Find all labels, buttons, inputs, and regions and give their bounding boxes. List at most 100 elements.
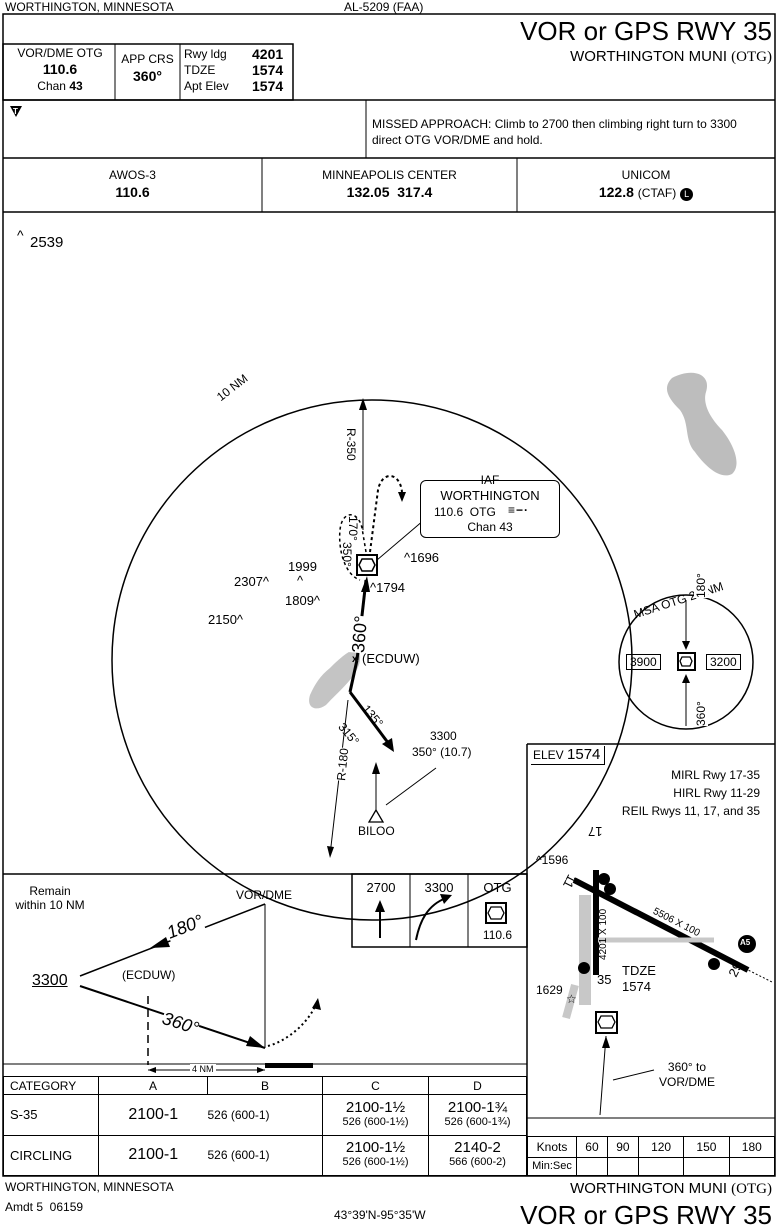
center-label: MINNEAPOLIS CENTER (322, 168, 457, 182)
runway-17-35-dimensions: 4201 X 100 (598, 908, 609, 960)
timing-speed-180: 180 (728, 1136, 776, 1158)
footer-amendment: Amdt 5 06159 (5, 1200, 84, 1214)
to-vor-note: 360° to VOR/DME (642, 1060, 732, 1090)
svg-text:T: T (13, 107, 18, 116)
elevation-1999-value: 1999 (288, 559, 317, 574)
timing-speed-120: 120 (637, 1136, 685, 1158)
footer-airport: WORTHINGTON MUNI (OTG) (570, 1180, 772, 1198)
lighting-hirl: HIRL Rwy 11-29 (673, 786, 760, 800)
circling-c-value: 2100-1½ (345, 1139, 406, 1157)
iaf-box (420, 480, 560, 538)
msa-west-altitude: 3900 (626, 654, 661, 670)
feeder-altitude: 3300 (430, 729, 457, 743)
s35-c-sub: 526 (600-1½) (342, 1115, 409, 1128)
timing-speed-90: 90 (606, 1136, 639, 1158)
circling-c: 2100-1½ 526 (600-1½) (322, 1134, 429, 1177)
profile-vordme-label: VOR/DME (236, 888, 293, 902)
msa-bearing-180: 180° (694, 573, 708, 598)
airport-tdze-label: TDZE (622, 963, 656, 978)
missed-approach-text: MISSED APPROACH: Climb to 2700 then clim… (372, 117, 737, 147)
apt-elev-value: 1574 (252, 78, 284, 94)
elevation-2307-value: 2307 (234, 574, 263, 589)
profile-remain: Remain within 10 NM (10, 884, 90, 912)
missed-step-1: 2700 (366, 880, 396, 895)
header-location: WORTHINGTON, MINNESOTA (5, 0, 174, 14)
elevation-2307: 2307^ (234, 574, 270, 589)
header-d: D (428, 1075, 527, 1096)
rwy-ldg-value: 4201 (252, 46, 284, 62)
profile-fix-ecduw: (ECDUW) (122, 968, 176, 982)
svg-text:x: x (352, 654, 358, 665)
table-row: S-35 2100-1 526 (600-1) 2100-1½ 526 (600… (3, 1094, 527, 1136)
lighting-reil: REIL Rwys 11, 17, and 35 (621, 804, 760, 818)
morse-code-icon: ≡−· (508, 503, 530, 517)
footer-location: WORTHINGTON, MINNESOTA (5, 1180, 174, 1194)
missed-step-2: 3300 (424, 880, 454, 895)
header-a: A (98, 1075, 208, 1096)
timing-knots-label: Knots (527, 1136, 577, 1158)
header-airport-name: WORTHINGTON MUNI (570, 48, 727, 65)
hold-outbound-350: 350° (340, 542, 354, 567)
hold-inbound-170: 170° (346, 516, 360, 541)
airport-vor-symbol (595, 1011, 618, 1034)
timing-speed-60: 60 (576, 1136, 608, 1158)
header-title: VOR or GPS RWY 35 (520, 16, 772, 46)
header-b: B (207, 1075, 323, 1096)
timing-table: Knots 60 90 120 150 180 Min:Sec (527, 1136, 776, 1177)
elevation-1999: 1999^ (288, 559, 317, 588)
unicom-ctaf: (CTAF) (637, 186, 677, 200)
header-c: C (322, 1075, 429, 1096)
header-chart-id: AL-5209 (FAA) (344, 0, 424, 14)
vor-label: VOR/DME OTG (17, 46, 103, 60)
vor-channel: Chan 43 (5, 79, 115, 93)
svg-text:^: ^ (17, 227, 24, 243)
elevation-1794: ^1794 (370, 580, 406, 595)
s35-c: 2100-1½ 526 (600-1½) (322, 1094, 429, 1136)
header-airport-id: (OTG) (731, 49, 772, 65)
app-crs-label: APP CRS (121, 52, 174, 66)
timing-minsec-label: Min:Sec (527, 1156, 577, 1177)
airport-elevation-1629: 1629 (536, 983, 563, 997)
elevation-1596-value: 1596 (541, 853, 569, 867)
footer-title: VOR or GPS RWY 35 (520, 1200, 772, 1230)
vor-dme-symbol (356, 554, 378, 576)
footer-airport-id: (OTG) (731, 1181, 772, 1197)
missed-step-3: OTG (483, 880, 512, 895)
rwy-ldg-label: Rwy ldg (184, 47, 227, 61)
to-vor-line2: VOR/DME (658, 1075, 715, 1089)
header-category: CATEGORY (3, 1075, 99, 1096)
elevation-2150: 2150^ (208, 612, 244, 627)
lake (309, 649, 361, 709)
footer-airport-name: WORTHINGTON MUNI (570, 1180, 727, 1197)
profile-altitude-3300: 3300 (32, 972, 68, 989)
iaf-name: WORTHINGTON (440, 488, 540, 503)
msa-east-altitude: 3200 (706, 654, 741, 670)
awos-frequency: 110.6 (115, 184, 150, 200)
final-course-360: 360° (348, 614, 373, 654)
tdze-value: 1574 (252, 62, 284, 78)
vor-frequency: 110.6 (42, 61, 78, 77)
elevation-1696: ^1696 (404, 550, 440, 565)
circling-d-sub: 566 (600-2) (449, 1156, 506, 1169)
iaf-label: IAF (480, 473, 500, 487)
circling-ab-sub: 526 (600-1) (207, 1134, 323, 1177)
runway-35-label: 35 (597, 972, 612, 987)
tdze-label: TDZE (184, 63, 216, 77)
unicom-frequency-line: 122.8 (CTAF) L (517, 184, 775, 201)
apt-elev-label: Apt Elev (184, 79, 229, 93)
profile-remain-line1: Remain (29, 884, 71, 898)
msa-bearing-360: 360° (694, 701, 708, 726)
fix-biloo: BILOO (358, 824, 395, 838)
table-row: CIRCLING 2100-1 526 (600-1) 2100-1½ 526 … (3, 1134, 527, 1177)
elevation-1809: 1809^ (285, 593, 321, 608)
s35-c-value: 2100-1½ (345, 1098, 406, 1116)
table-row: Knots 60 90 120 150 180 (527, 1136, 776, 1158)
footer-coordinates: 43°39'N-95°35'W (334, 1208, 426, 1222)
elevation-1809-value: 1809 (285, 593, 314, 608)
airport-elev-label: ELEV (533, 748, 564, 762)
s35-d-value: 2100-1¾ (447, 1098, 508, 1116)
row-label-circling: CIRCLING (3, 1134, 99, 1177)
profile-distance: 4 NM (190, 1064, 216, 1074)
circling-d-value: 2140-2 (454, 1139, 501, 1157)
table-row: Min:Sec (527, 1156, 776, 1177)
